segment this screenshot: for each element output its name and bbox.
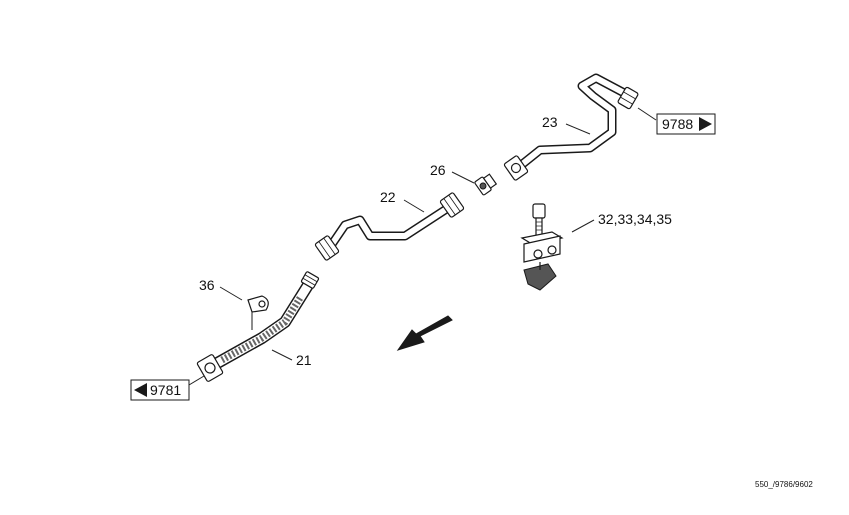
leader-9781: [188, 375, 205, 386]
triangle-right-icon: [699, 117, 712, 131]
hose-21: [196, 271, 320, 382]
pipe-22: [314, 192, 465, 261]
leader-36: [219, 286, 243, 301]
hose-21-nut-bottom: [196, 354, 224, 382]
leader-9788: [637, 107, 657, 121]
leader-22: [403, 199, 425, 213]
triangle-left-icon: [134, 383, 147, 397]
pipe-23: [503, 73, 639, 181]
ref-box-9788[interactable]: 9788: [656, 113, 716, 135]
leader-26: [451, 171, 475, 184]
clip-36: [247, 295, 269, 330]
pipe-22-nut-right: [439, 192, 465, 218]
callout-22: 22: [380, 189, 396, 205]
leader-23: [565, 123, 591, 135]
ref-box-9781[interactable]: 9781: [130, 379, 190, 401]
pipe-23-nut-right: [617, 86, 639, 110]
pipe-23-nut-left: [503, 155, 529, 181]
callout-23: 23: [542, 114, 558, 130]
leader-32: [571, 219, 595, 233]
ref-9781-label: 9781: [150, 382, 181, 398]
drawing-id: 550_/9786/9602: [755, 480, 813, 489]
callout-36: 36: [199, 277, 215, 293]
direction-arrow-icon: [396, 315, 453, 351]
clamp-assembly: [520, 203, 564, 291]
pipe-22-nut-left: [314, 235, 340, 261]
leader-21: [271, 349, 293, 361]
callout-26: 26: [430, 162, 446, 178]
hose-21-fitting-top: [300, 271, 320, 289]
callout-32-33-34-35: 32,33,34,35: [598, 211, 672, 227]
callout-21: 21: [296, 352, 312, 368]
union-26: [474, 173, 498, 196]
ref-9788-label: 9788: [662, 116, 693, 132]
